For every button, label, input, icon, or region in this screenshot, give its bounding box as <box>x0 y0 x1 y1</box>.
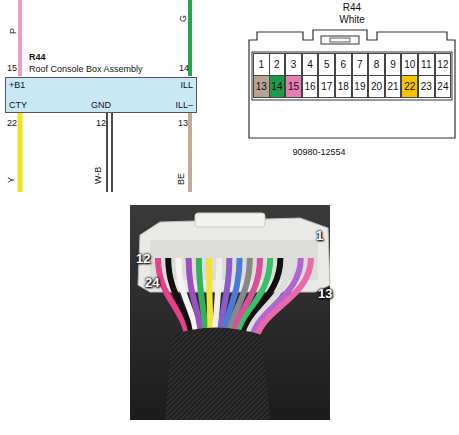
component-name: Roof Console Box Assembly <box>29 64 143 74</box>
pin-cavity-frame <box>252 52 452 100</box>
pin-number: 15 <box>286 81 301 93</box>
wire-yellow <box>18 112 23 192</box>
pin-number: 2 <box>270 59 285 71</box>
pin-number: 8 <box>369 59 384 71</box>
pin-number: 9 <box>386 59 401 71</box>
callout-number: 24 <box>145 276 159 290</box>
pin-cell: 2 <box>269 53 286 76</box>
terminal-name: +B1 <box>9 80 25 90</box>
pin-cell: 7 <box>352 53 369 76</box>
pin-number: 7 <box>353 59 368 71</box>
pin-cell: 9 <box>385 53 402 76</box>
pin-cell: 16 <box>302 75 319 98</box>
latch <box>321 36 359 44</box>
pin-number: 6 <box>336 59 351 71</box>
pin-cell: 21 <box>385 75 402 98</box>
pin-cell: 4 <box>302 53 319 76</box>
pin-cell: 11 <box>418 53 435 76</box>
wire-white-black <box>111 112 113 192</box>
pin-number: 17 <box>319 81 334 93</box>
pin-cell: 3 <box>285 53 302 76</box>
pin-number: 11 <box>419 59 434 71</box>
pin-number: 1 <box>254 59 269 71</box>
connector-face: R44White12345678910111213141516171819202… <box>249 30 455 138</box>
pin-number: 10 <box>402 59 417 71</box>
terminal-name: CTY <box>9 100 27 110</box>
pin-number: 22 <box>7 119 17 129</box>
pin-cell: 24 <box>435 75 452 98</box>
pin-cell: 5 <box>318 53 335 76</box>
part-number: 90980-12554 <box>292 148 345 158</box>
pin-number: 13 <box>254 81 269 93</box>
pin-cell: 12 <box>435 53 452 76</box>
terminal-name: GND <box>6 100 196 110</box>
latch <box>330 38 350 42</box>
pin-cell: 14 <box>269 75 286 98</box>
pin-cell: 15 <box>285 75 302 98</box>
pin-number: 21 <box>386 81 401 93</box>
pin-number: 19 <box>353 81 368 93</box>
pin-cell: 1 <box>253 53 270 76</box>
pin-number: 4 <box>303 59 318 71</box>
pin-cell: 19 <box>352 75 369 98</box>
wire-color: Y <box>7 177 17 183</box>
pin-number: 23 <box>419 81 434 93</box>
pin-cell: 20 <box>368 75 385 98</box>
wire-color: W-B <box>94 167 104 184</box>
pin-cell: 8 <box>368 53 385 76</box>
pin-number: 5 <box>319 59 334 71</box>
callout-number: 13 <box>318 287 332 301</box>
pin-number: 18 <box>336 81 351 93</box>
wire-color: G <box>179 15 189 22</box>
pin-number: 16 <box>303 81 318 93</box>
connector-color: White <box>249 14 455 26</box>
callout-number: 1 <box>316 229 323 243</box>
pin-cell: 13 <box>253 75 270 98</box>
terminal-name: ILL– <box>175 100 193 110</box>
pin-cell: 17 <box>318 75 335 98</box>
terminal-name: ILL <box>180 80 193 90</box>
component-box: R44Roof Console Box Assembly+B1ILLCTYGND… <box>5 77 197 113</box>
wire-pink <box>18 0 22 76</box>
pin-number: 14 <box>270 81 285 93</box>
pin-number: 22 <box>402 81 417 93</box>
connector-photo <box>130 205 330 420</box>
pin-number: 15 <box>7 64 17 74</box>
connector-housing <box>249 30 455 138</box>
pin-cell: 10 <box>401 53 418 76</box>
callout-number: 12 <box>136 252 150 266</box>
pin-number: 12 <box>96 119 106 129</box>
pin-cell: 22 <box>401 75 418 98</box>
wire-color: BE <box>177 173 187 185</box>
photo-wire <box>256 258 312 345</box>
pin-number: 24 <box>436 81 451 93</box>
wire-white-black <box>106 112 108 192</box>
pin-number: 14 <box>179 64 189 74</box>
pin-cell: 23 <box>418 75 435 98</box>
pin-cell: 18 <box>335 75 352 98</box>
pin-cell: 6 <box>335 53 352 76</box>
wire-color: P <box>9 28 19 34</box>
pin-number: 13 <box>178 119 188 129</box>
wire-beige <box>188 112 192 192</box>
pin-number: 20 <box>369 81 384 93</box>
pin-number: 3 <box>286 59 301 71</box>
connector-code: R44 <box>249 2 455 14</box>
pin-number: 12 <box>436 59 451 71</box>
component-code: R44 <box>29 52 46 62</box>
